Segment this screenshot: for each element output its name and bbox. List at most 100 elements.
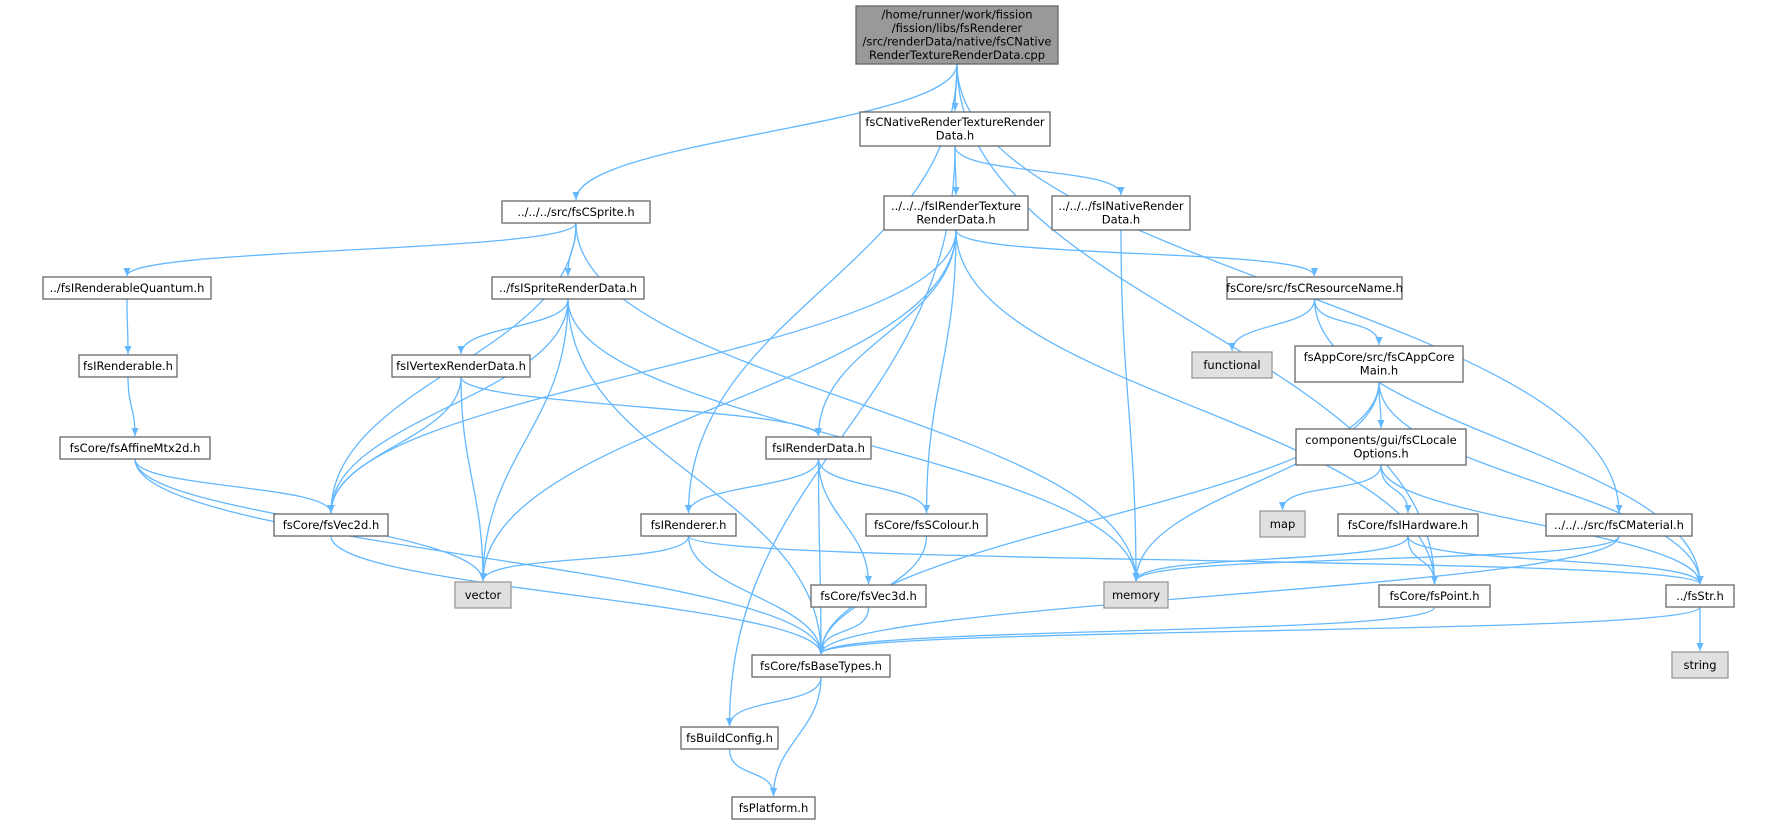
edge-line [814, 229, 957, 437]
edge-line [922, 229, 957, 514]
edge-line [687, 535, 1704, 585]
edge-line [1313, 298, 1383, 346]
edge-line [330, 535, 825, 655]
node-box [1665, 584, 1735, 608]
node-label: vector [465, 588, 502, 602]
edge-line [123, 222, 577, 277]
node-box [1226, 276, 1403, 300]
edge-basetypes-to-buildconfig [725, 676, 822, 727]
node-material[interactable]: ../../../src/fsCMaterial.h [1545, 513, 1693, 537]
edge-line [479, 298, 569, 582]
edge-hardware-to-str [1407, 535, 1704, 585]
node-label: /fission/libs/fsRenderer [892, 21, 1023, 35]
edge-appcore-to-memory [1132, 381, 1380, 582]
node-irq[interactable]: ../fsIRenderableQuantum.h [42, 276, 212, 300]
node-label: fsPlatform.h [739, 801, 808, 815]
node-vec2d[interactable]: fsCore/fsVec2d.h [273, 513, 389, 537]
node-label: Data.h [936, 129, 974, 143]
node-label: ../../../fsINativeRender [1058, 199, 1183, 213]
node-irenderer[interactable]: fsIRenderer.h [640, 513, 737, 537]
node-box [731, 796, 816, 820]
edge-line [956, 63, 1439, 585]
node-ivrd[interactable]: fsIVertexRenderData.h [391, 354, 531, 378]
edge-line [134, 458, 825, 655]
node-irenderable[interactable]: fsIRenderable.h [78, 354, 178, 378]
edge-irenderdata-to-basetypes [817, 458, 825, 655]
node-label: fsCore/fsIHardware.h [1348, 518, 1468, 532]
node-label: fsCore/fsVec2d.h [283, 518, 380, 532]
node-box [1545, 513, 1693, 537]
node-isrd[interactable]: ../fsISpriteRenderData.h [491, 276, 645, 300]
edge-line [1378, 381, 1704, 585]
node-colour[interactable]: fsCore/fsSColour.h [865, 513, 988, 537]
node-label: fsIRenderer.h [651, 518, 727, 532]
node-label: fsCore/fsSColour.h [874, 518, 979, 532]
edge-line [817, 458, 873, 585]
node-basetypes[interactable]: fsCore/fsBaseTypes.h [751, 654, 891, 678]
node-resname[interactable]: fsCore/src/fsCResourceName.h [1226, 276, 1403, 300]
node-box [855, 5, 1059, 65]
node-functional: functional [1191, 351, 1273, 379]
node-box [454, 581, 512, 609]
edge-isrd-to-vector [479, 298, 569, 582]
node-box [810, 584, 927, 608]
edge-line [1278, 464, 1382, 511]
edge-irq-to-irenderable [124, 298, 132, 355]
file-nodes: /home/runner/work/fission/fission/libs/f… [42, 5, 1735, 820]
node-sprite[interactable]: ../../../src/fsCSprite.h [501, 200, 651, 224]
node-vec3d[interactable]: fsCore/fsVec3d.h [810, 584, 927, 608]
node-box [1259, 510, 1306, 538]
edge-irenderdata-to-irenderer [684, 458, 820, 514]
edge-material-to-basetypes [817, 535, 1620, 655]
edge-ivrd-to-irenderdata [460, 376, 822, 437]
node-label: ../fsISpriteRenderData.h [499, 281, 637, 295]
node-point[interactable]: fsCore/fsPoint.h [1378, 584, 1491, 608]
edge-line [567, 298, 825, 655]
node-map: map [1259, 510, 1306, 538]
edge-resname-to-appcore [1313, 298, 1383, 346]
edge-line [687, 535, 825, 655]
edge-line [572, 63, 958, 201]
node-label: ../fsIRenderableQuantum.h [50, 281, 205, 295]
node-box [1294, 345, 1464, 383]
node-box [883, 195, 1029, 231]
node-label: Main.h [1360, 364, 1398, 378]
node-box [59, 436, 211, 460]
node-irenderdata[interactable]: fsIRenderData.h [765, 436, 872, 460]
edge-line [725, 676, 822, 727]
edge-line [457, 298, 569, 355]
edge-sprite-to-irq [123, 222, 577, 277]
node-string: string [1671, 651, 1729, 679]
edge-irenderer-to-basetypes [687, 535, 825, 655]
edge-material-to-memory [1132, 535, 1620, 582]
node-box [1103, 581, 1169, 609]
edge-resname-to-functional [1228, 298, 1316, 352]
node-affine[interactable]: fsCore/fsAffineMtx2d.h [59, 436, 211, 460]
edge-line [1407, 535, 1704, 585]
edge-root-to-sprite [572, 63, 958, 201]
node-label: fsCore/fsVec3d.h [820, 589, 917, 603]
node-buildconfig[interactable]: fsBuildConfig.h [680, 726, 779, 750]
edge-point-to-basetypes [817, 606, 1436, 655]
node-label: ../../../src/fsCMaterial.h [1554, 518, 1684, 532]
node-label: fsIRenderable.h [83, 359, 173, 373]
node-label: memory [1112, 588, 1160, 602]
edge-affine-to-basetypes [134, 458, 825, 655]
node-box [78, 354, 178, 378]
node-label: string [1683, 658, 1716, 672]
edge-line [1228, 298, 1316, 352]
node-box [1051, 195, 1191, 231]
node-label: ../../../src/fsCSprite.h [517, 205, 634, 219]
node-platform[interactable]: fsPlatform.h [731, 796, 816, 820]
edge-irenderer-to-vector [479, 535, 690, 582]
node-str[interactable]: ../fsStr.h [1665, 584, 1735, 608]
node-box [1295, 428, 1467, 466]
edge-irenderable-to-affine [127, 376, 139, 437]
node-root: /home/runner/work/fission/fission/libs/f… [855, 5, 1059, 65]
node-hardware[interactable]: fsCore/fsIHardware.h [1337, 513, 1479, 537]
